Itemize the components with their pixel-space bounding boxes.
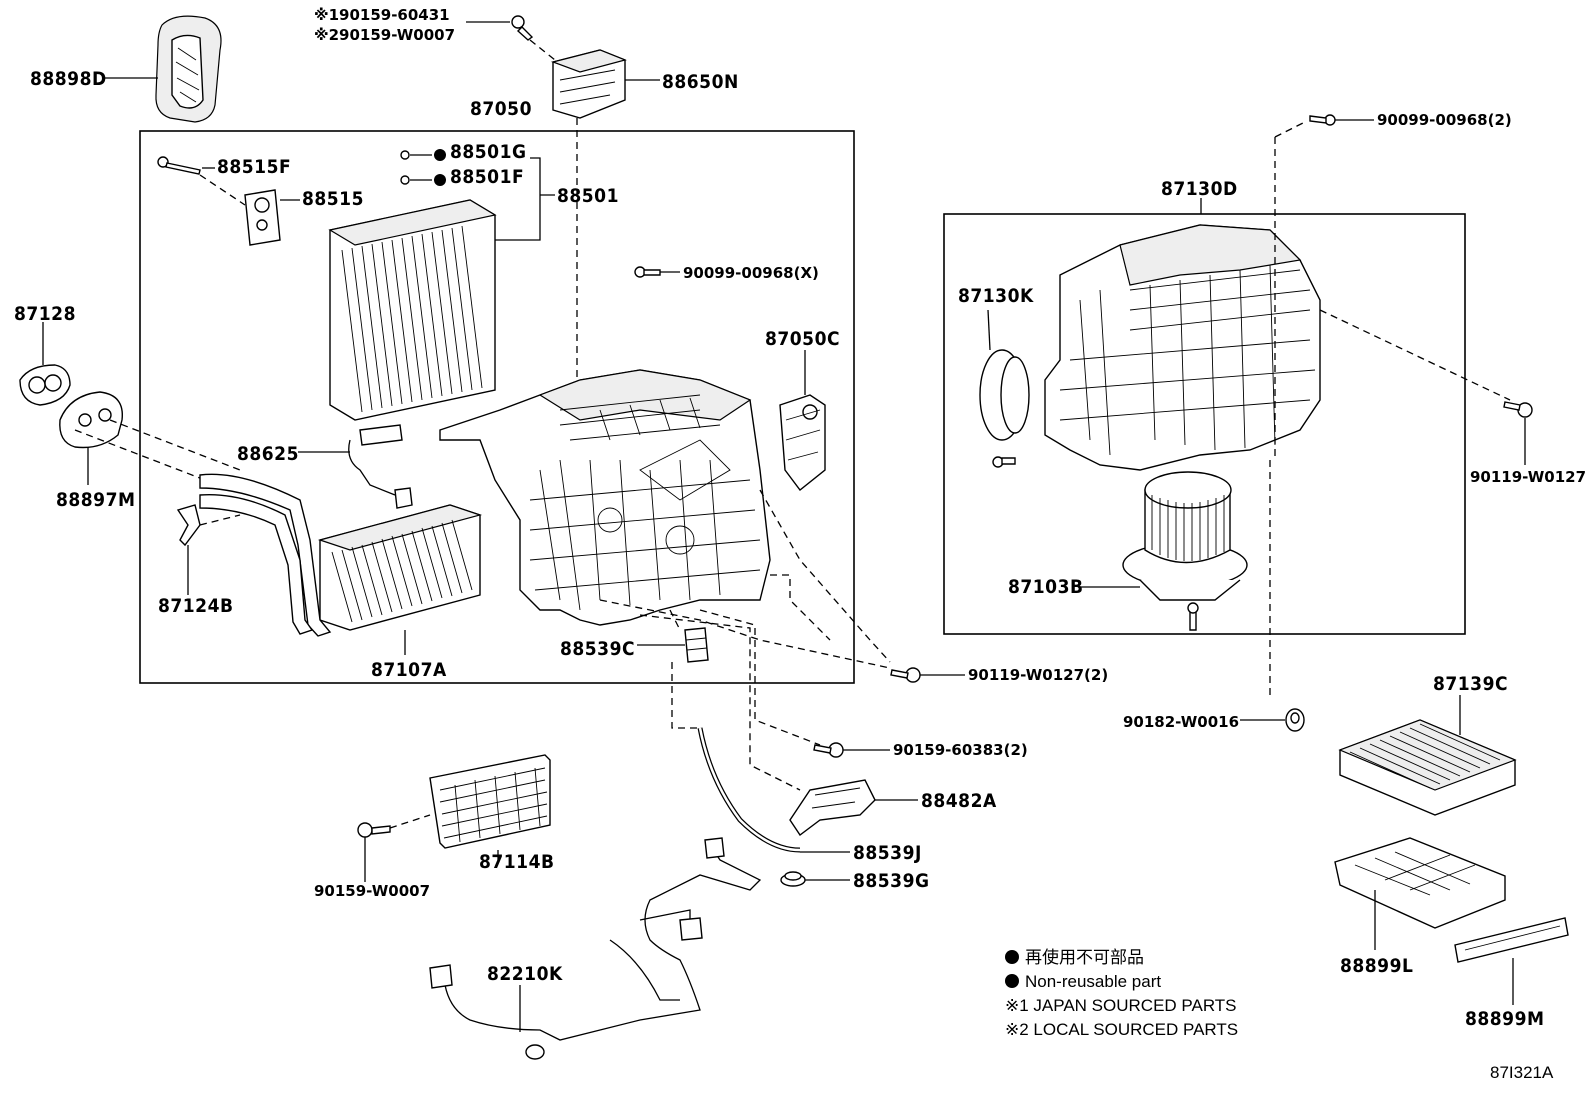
screw-90159-60383-2 [813, 742, 844, 758]
part-88515-expansion-valve [244, 189, 281, 246]
label-90159-60431: ※190159-60431 [314, 6, 450, 24]
legend-line-4: ※2 LOCAL SOURCED PARTS [1005, 1020, 1238, 1039]
label-82210K: 82210K [487, 963, 563, 985]
screw-87130K [992, 456, 1016, 468]
label-88482A: 88482A [921, 790, 997, 812]
label-87114B: 87114B [479, 851, 555, 873]
label-88501G: 88501G [450, 141, 527, 163]
label-88897M: 88897M [56, 489, 135, 511]
part-88899L-filter-frame [1334, 837, 1506, 929]
part-87130D-blower-case [1044, 224, 1321, 471]
part-87050C-servo-motor [779, 394, 826, 491]
part-90182-W0016-grommet [1285, 708, 1305, 732]
label-87050: 87050 [470, 98, 532, 120]
part-87130K-cover [979, 349, 1030, 441]
part-87114B-vent [429, 754, 551, 849]
label-87130K: 87130K [958, 285, 1034, 307]
label-87103B: 87103B [1008, 576, 1084, 598]
part-88539J-drain-hose [697, 727, 801, 853]
screw-90119-W0127 [1503, 401, 1533, 418]
screw-90119-W0127-2 [890, 667, 921, 683]
part-88539C-drain [684, 627, 709, 663]
part-87050-heater-case [439, 369, 771, 626]
screw-90099-00968X [634, 266, 661, 278]
label-88501: 88501 [557, 185, 619, 207]
label-90159-W0007: 90159-W0007 [314, 882, 430, 900]
label-90159-60383-2: 90159-60383(2) [893, 741, 1028, 759]
legend-line-1: 再使用不可部品 [1025, 947, 1144, 967]
label-88515F: 88515F [217, 156, 291, 178]
non-reusable-bullet-2 [1005, 974, 1019, 988]
part-87107A-heater-core [199, 473, 483, 637]
part-87124B-clip [176, 504, 201, 547]
label-90099-00968-2: 90099-00968(2) [1377, 111, 1512, 129]
label-87139C: 87139C [1433, 673, 1508, 695]
non-reusable-bullet-1 [1005, 950, 1019, 964]
label-88625: 88625 [237, 443, 299, 465]
label-90182-W0016: 90182-W0016 [1123, 713, 1239, 731]
label-88539J: 88539J [853, 842, 922, 864]
part-88650N-module [550, 49, 627, 119]
label-87050C: 87050C [765, 328, 840, 350]
diagram-code: 87I321A [1490, 1063, 1554, 1082]
label-87130D: 87130D [1161, 178, 1238, 200]
label-90099-00968X: 90099-00968(X) [683, 264, 819, 282]
screw-90159-W0007 [357, 822, 391, 838]
legend-line-2: Non-reusable part [1025, 972, 1161, 991]
screw-90159-60431 [511, 15, 534, 41]
label-87124B: 87124B [158, 595, 234, 617]
part-88898D-cover [155, 15, 222, 123]
part-87103B-blower-motor [1122, 471, 1248, 631]
label-88539C: 88539C [560, 638, 635, 660]
label-90119-W0127: 90119-W0127 [1470, 468, 1586, 486]
part-88897M-plate [59, 391, 124, 449]
label-88899M: 88899M [1465, 1008, 1544, 1030]
screw-90099-00968-2 [1309, 114, 1336, 126]
label-88515: 88515 [302, 188, 364, 210]
label-88539G: 88539G [853, 870, 930, 892]
part-88501-evaporator [328, 199, 497, 421]
label-90119-W0127-2: 90119-W0127(2) [968, 666, 1108, 684]
part-88899M-strip [1454, 917, 1569, 963]
part-82210K-wire-harness [429, 837, 762, 1060]
part-88482A-duct [789, 779, 876, 837]
part-87139C-cabin-filter [1338, 719, 1517, 816]
label-87107A: 87107A [371, 659, 447, 681]
part-88539G-grommet [780, 871, 806, 887]
label-88898D: 88898D [30, 68, 107, 90]
label-88650N: 88650N [662, 71, 739, 93]
label-88899L: 88899L [1340, 955, 1413, 977]
legend-line-3: ※1 JAPAN SOURCED PARTS [1005, 996, 1237, 1015]
label-90159-W0007-top: ※290159-W0007 [314, 26, 455, 44]
blower-unit-group-box [943, 213, 1466, 635]
label-88501F: 88501F [450, 166, 524, 188]
label-87128: 87128 [14, 303, 76, 325]
bolt-88515F [157, 156, 201, 175]
part-88625-sensor [348, 424, 413, 509]
heater-unit-group-box [139, 130, 855, 684]
part-87128-grommet [19, 364, 71, 406]
